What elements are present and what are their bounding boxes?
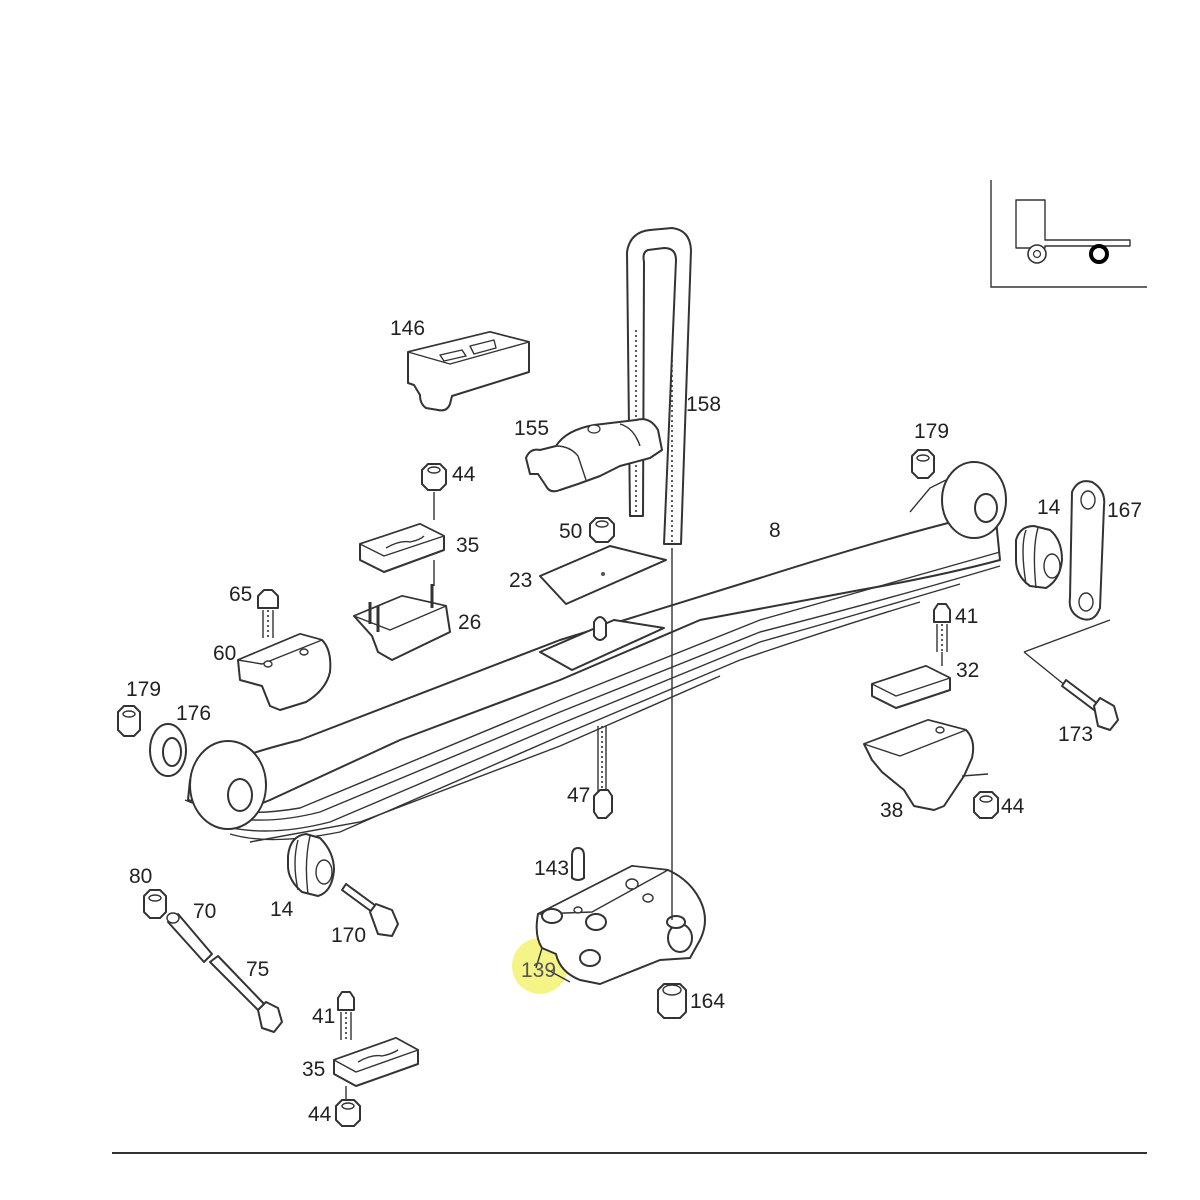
clamp-plate-bottom	[333, 1037, 419, 1087]
spring-pin-75	[209, 955, 283, 1033]
callout-14-right: 14	[1037, 496, 1061, 519]
u-bolt	[626, 227, 692, 545]
callout-41-bottom: 41	[312, 1005, 335, 1028]
callout-155: 155	[514, 417, 549, 440]
callout-32: 32	[956, 659, 979, 682]
nut-179-left	[117, 705, 141, 737]
callout-44-top: 44	[452, 463, 476, 486]
rubber-bushing-left	[287, 833, 335, 897]
callout-170: 170	[331, 924, 366, 947]
dowel-pin-143	[571, 847, 585, 881]
bump-stop	[407, 331, 530, 412]
callout-60: 60	[213, 642, 236, 665]
callout-146: 146	[390, 317, 425, 340]
spring-pad-plate	[539, 545, 667, 605]
rubber-bushing-right	[1015, 525, 1063, 589]
bolt-65	[257, 589, 279, 640]
inset-truck-rear-axle-icon	[990, 180, 1147, 288]
spring-clamp	[353, 584, 451, 661]
nut-44-right	[973, 791, 999, 819]
callout-143: 143	[534, 857, 569, 880]
centre-bolt-seat	[539, 616, 665, 671]
bolt-41-right	[933, 603, 951, 666]
callout-44-bottom: 44	[308, 1103, 332, 1126]
callout-75: 75	[246, 958, 269, 981]
spring-shackle	[1023, 480, 1111, 653]
callout-8: 8	[769, 519, 781, 542]
nut-179-right	[911, 449, 935, 479]
bolt-41-bottom	[337, 991, 355, 1040]
callout-70: 70	[193, 900, 216, 923]
callout-173: 173	[1058, 723, 1093, 746]
clamp-plate-32	[871, 665, 951, 709]
callout-35-top: 35	[456, 534, 479, 557]
clamp-plate-top	[359, 523, 445, 586]
sleeve-70	[166, 912, 213, 963]
callout-167: 167	[1107, 499, 1142, 522]
axle-seat-139	[512, 865, 706, 994]
callout-158: 158	[686, 393, 721, 416]
spring-bracket-38	[863, 719, 989, 811]
nut-80	[143, 889, 167, 919]
callout-50: 50	[559, 520, 582, 543]
callout-44-right: 44	[1001, 795, 1025, 818]
callout-23: 23	[509, 569, 532, 592]
nut-50	[589, 517, 615, 543]
callout-41-right: 41	[955, 605, 978, 628]
callout-139: 139	[521, 959, 556, 982]
nut-164	[657, 983, 687, 1019]
bolt-170	[341, 883, 399, 937]
spring-saddle	[525, 418, 663, 493]
spring-bracket-60	[237, 633, 332, 711]
bolt-173	[1023, 651, 1119, 731]
callout-65: 65	[229, 583, 252, 606]
bushing-176	[149, 723, 187, 777]
nut-44-bottom	[335, 1086, 361, 1127]
callout-47: 47	[567, 784, 590, 807]
callout-176: 176	[176, 702, 211, 725]
callout-38: 38	[880, 799, 903, 822]
callout-179-left: 179	[126, 678, 161, 701]
callout-35-bottom: 35	[302, 1058, 325, 1081]
callout-179-right: 179	[914, 420, 949, 443]
bolt-47	[593, 726, 613, 819]
callout-14-left: 14	[270, 898, 294, 921]
nut-44-top	[421, 463, 447, 520]
callout-80: 80	[129, 865, 152, 888]
callout-26: 26	[458, 611, 481, 634]
callout-164: 164	[690, 990, 725, 1013]
